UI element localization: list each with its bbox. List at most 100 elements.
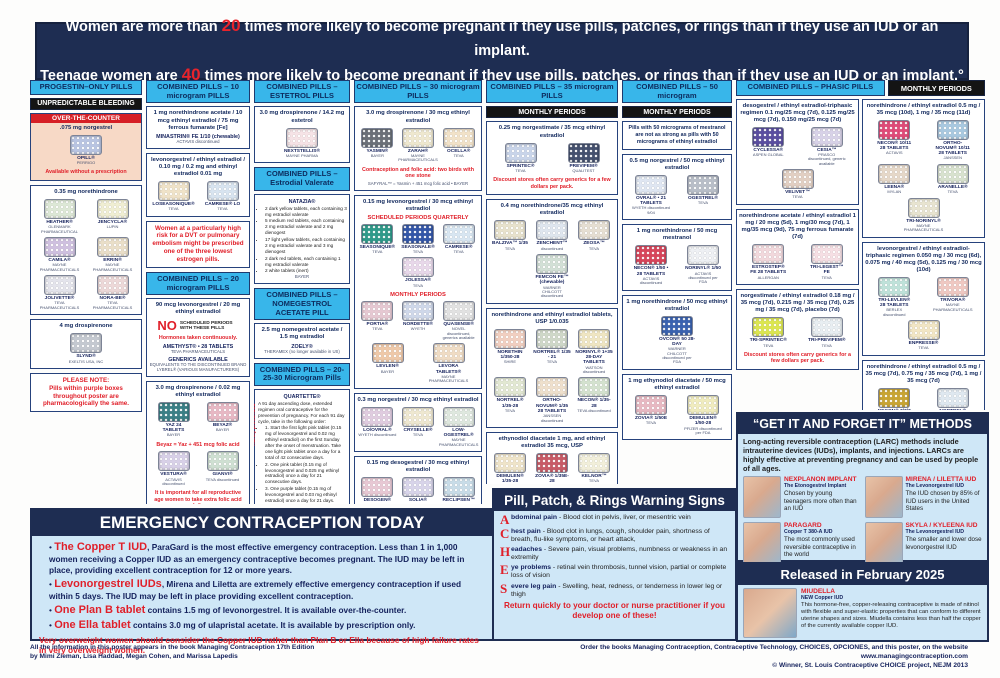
pill-pack (781, 169, 814, 190)
section-header: COMBINED PILLS – Estrodial Valerate (254, 167, 350, 191)
dose-label: 1 mg ethynodiol diacetate / 50 mcg ethin… (628, 377, 726, 391)
footer-left-line1: All the information in this poster appea… (30, 644, 315, 651)
red-note: Hormones taken continuously. (158, 335, 238, 342)
dose-label: 0.5 mg norgestrel / 50 mcg ethinyl estra… (629, 157, 725, 171)
product-name: YAZ 24 TABLETS (162, 422, 185, 434)
product-name: NECON® 1/35-28 (577, 398, 611, 409)
product-name: LEVORA TABLETS® (435, 364, 462, 375)
product-name: BEYAZ® (212, 422, 233, 428)
product-manufacturer: PFIZER discontinued per FDA (684, 425, 722, 435)
product-row: NEXTSTELLIS®MAYNE PHARMA (257, 127, 347, 161)
pill-pack (578, 220, 610, 241)
larc-item-name: SKYLA / KYLEENA IUD (905, 522, 978, 530)
pill-pack (752, 317, 785, 338)
emergency-body: The Copper T IUD, ParaGard is the most e… (32, 536, 492, 660)
product-name: PORTIA® (366, 322, 389, 328)
product-manufacturer: TEVA PHARMACEUTICALS (92, 300, 133, 310)
product-name: TRI-PREVIFEM® (808, 338, 846, 344)
product-manufacturer: WARNER CHILCOTT discontinued per FDA (662, 346, 692, 365)
dose-label: 0.15 mg levonorgestrel / 30 mcg ethinyl … (363, 198, 473, 212)
warning-sign-description: - Blood clot in pelvis, liver, or mesent… (557, 514, 691, 521)
warning-sign-description: - retinal vein thrombosis, tunnel vision… (511, 564, 727, 580)
pill-pack (361, 406, 394, 427)
pill-pack (936, 163, 969, 184)
red-note: Beyaz = Yaz + 451 mcg folic acid (156, 441, 240, 448)
panel-text: A 91 day ascending dose, extended regime… (258, 400, 345, 424)
product: SLYND®EXELTIS USA, INC (67, 333, 105, 364)
warning-signs-title: Pill, Patch, & Rings Warning Signs (494, 490, 735, 511)
product: CRYSELLE®TEVA (399, 406, 437, 438)
small-note: SAFYRAL™ = Yasmin + 451 mcg folic acid •… (367, 180, 469, 186)
product-name: NECON® 7/7/7 (878, 409, 911, 410)
product-manufacturer: TEVA (504, 408, 516, 413)
pill-pack (157, 401, 190, 422)
product-name: ZARAH® (407, 148, 429, 154)
product-manufacturer: BAYER (215, 427, 230, 433)
emergency-bullet-text: , Mirena and Liletta are extremely effec… (49, 578, 462, 602)
product-manufacturer: ACTAVIS discontinued per FDA (688, 270, 718, 285)
product-name: NEXTSTELLIS® (283, 148, 321, 154)
product: TRI-SPRINTEC®TEVA (749, 317, 787, 348)
warning-sign-description: - Swelling, heat, redness, or tenderness… (511, 582, 723, 598)
pill-pack (635, 245, 667, 266)
section-header: COMBINED PILLS – 20 microgram PILLS (146, 271, 250, 296)
pill-panel: norethindrone and ethinyl estradiol tabl… (486, 307, 618, 429)
section-header: COMBINED PILLS – NOMEGESTROL ACETATE PIL… (254, 288, 350, 321)
dose-label: norgestimate / ethinyl estradiol 0.18 mg… (740, 293, 855, 314)
product: JENCYCLA®LUPIN (94, 199, 132, 230)
pill-panel: 2.5 mg nomegestrol acetate / 1.5 mg estr… (254, 323, 350, 359)
warning-sign-description: - Blood clot in lungs, cough, shoulder p… (511, 527, 710, 543)
product-name: NECON® 10/11 28 TABLETS (877, 140, 912, 151)
dose-label: 0.15 mg desogestrel / 30 mcg ethinyl est… (366, 460, 470, 474)
pill-panel: 90 mcg levonorgestrel / 20 mg ethinyl es… (146, 298, 250, 377)
larc-item-description: Chosen by young teenagers more often tha… (784, 490, 857, 513)
product-row: DESOGEN®ORGANON discontinuedSOLIA®PRASCO… (357, 476, 479, 504)
emergency-bullet: One Plan B tablet contains 1.5 mg of lev… (49, 603, 485, 617)
product-manufacturer: MAYNE PHARMACEUTICALS (92, 262, 133, 272)
product-manufacturer: WYETH discontinued (358, 432, 397, 438)
pill-pack (494, 453, 526, 474)
pill-panel: levonorgestrel / ethinyl estradiol / 0.1… (146, 152, 250, 217)
product-manufacturer: TEVA (697, 200, 709, 206)
product-name: ARANELLE® (937, 184, 968, 190)
product-name: OGESTREL® (688, 195, 718, 201)
product: JOLIVETTE®TEVA PHARMACEUTICALS (40, 275, 79, 310)
dose-label: norethindrone / ethinyl estradiol 0.5 mg… (865, 363, 982, 384)
phasic-pills-header: COMBINED PILLS – PHASIC PILLS (736, 80, 885, 96)
dose-label: desogestrel / ethinyl estradiol-triphasi… (740, 102, 855, 123)
larc-section: “GET IT AND FORGET IT” METHODS Long-acti… (736, 412, 989, 565)
note-line: Pills within purple boxes throughout pos… (42, 384, 130, 408)
product-name: NORTREL® 1/35 - 21 (533, 349, 571, 361)
pill-pack (878, 276, 911, 297)
product-manufacturer: ACTAVIS (885, 150, 903, 156)
product-name: FEMCON FE™ (chewable) (535, 275, 569, 286)
larc-item-name: MIRENA / LILETTA IUD (905, 476, 977, 484)
banner-line1-pre: Women are more than (65, 19, 222, 36)
bullet-item: 5 medium red tablets, each containing 2 … (265, 218, 347, 236)
mirena-photo (864, 476, 903, 519)
top-banner: Women are more than 20 times more likely… (35, 16, 969, 84)
larc-title: “GET IT AND FORGET IT” METHODS (738, 414, 987, 434)
product-name: JOLIVETTE® (44, 296, 75, 302)
pill-pack (70, 134, 102, 155)
product-name: BALZIVA™ 1/35 (492, 241, 528, 247)
pill-pack (401, 223, 434, 244)
product-manufacturer: NOVEL discontinued, generics available (442, 326, 475, 341)
small-note: BAYER (294, 274, 310, 280)
product-name: SLYND® (76, 354, 96, 360)
product-title: ZOELY® (291, 343, 313, 350)
note-line: PLEASE NOTE: (62, 376, 110, 384)
